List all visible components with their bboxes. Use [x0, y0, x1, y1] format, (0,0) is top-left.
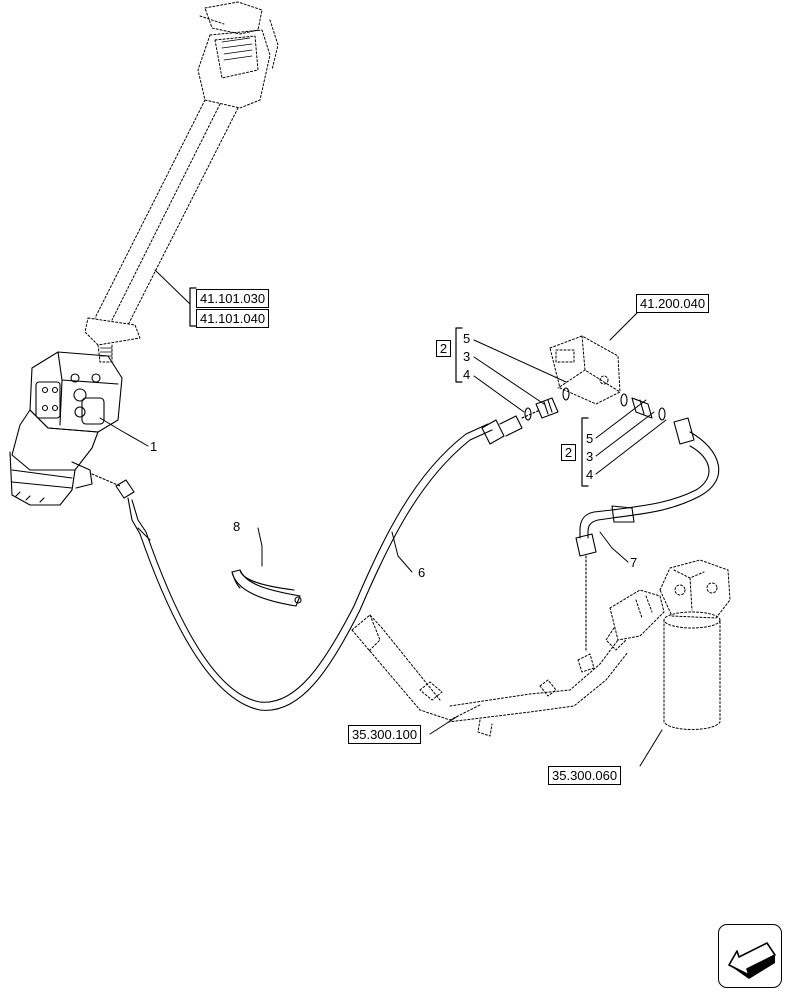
valve-block — [549, 335, 621, 405]
ref-35-300-060[interactable]: 35.300.060 — [548, 766, 622, 785]
hose-6-fittings — [481, 387, 570, 445]
steering-unit — [9, 351, 123, 506]
callout-item-1: 1 — [150, 439, 158, 454]
ref-brackets — [189, 287, 589, 487]
callout-item-7: 7 — [630, 555, 638, 570]
group-right-item-3: 3 — [586, 449, 594, 464]
group-left-item-4: 4 — [463, 367, 471, 382]
group-left-item-3: 3 — [463, 349, 471, 364]
group-left-qty: 2 — [436, 340, 451, 357]
callout-item-6: 6 — [418, 565, 426, 580]
group-right-qty: 2 — [561, 444, 576, 461]
group-right-item-4: 4 — [586, 467, 594, 482]
next-page-arrow-icon — [728, 942, 776, 979]
hose-strap — [231, 569, 302, 607]
leader-lines — [99, 269, 667, 767]
ref-41-101-040[interactable]: 41.101.040 — [196, 309, 270, 328]
hose-left — [91, 423, 493, 711]
steering-column — [84, 1, 279, 363]
filter-assembly — [605, 559, 731, 730]
ref-35-300-100[interactable]: 35.300.100 — [348, 725, 422, 744]
group-left-item-5: 5 — [463, 331, 471, 346]
group-right-item-5: 5 — [586, 431, 594, 446]
ref-41-200-040[interactable]: 41.200.040 — [636, 294, 710, 313]
return-line — [351, 614, 629, 737]
hose-right — [575, 393, 720, 651]
ref-41-101-030[interactable]: 41.101.030 — [196, 289, 270, 308]
next-page-button[interactable] — [718, 924, 782, 988]
callout-item-8: 8 — [233, 519, 241, 534]
